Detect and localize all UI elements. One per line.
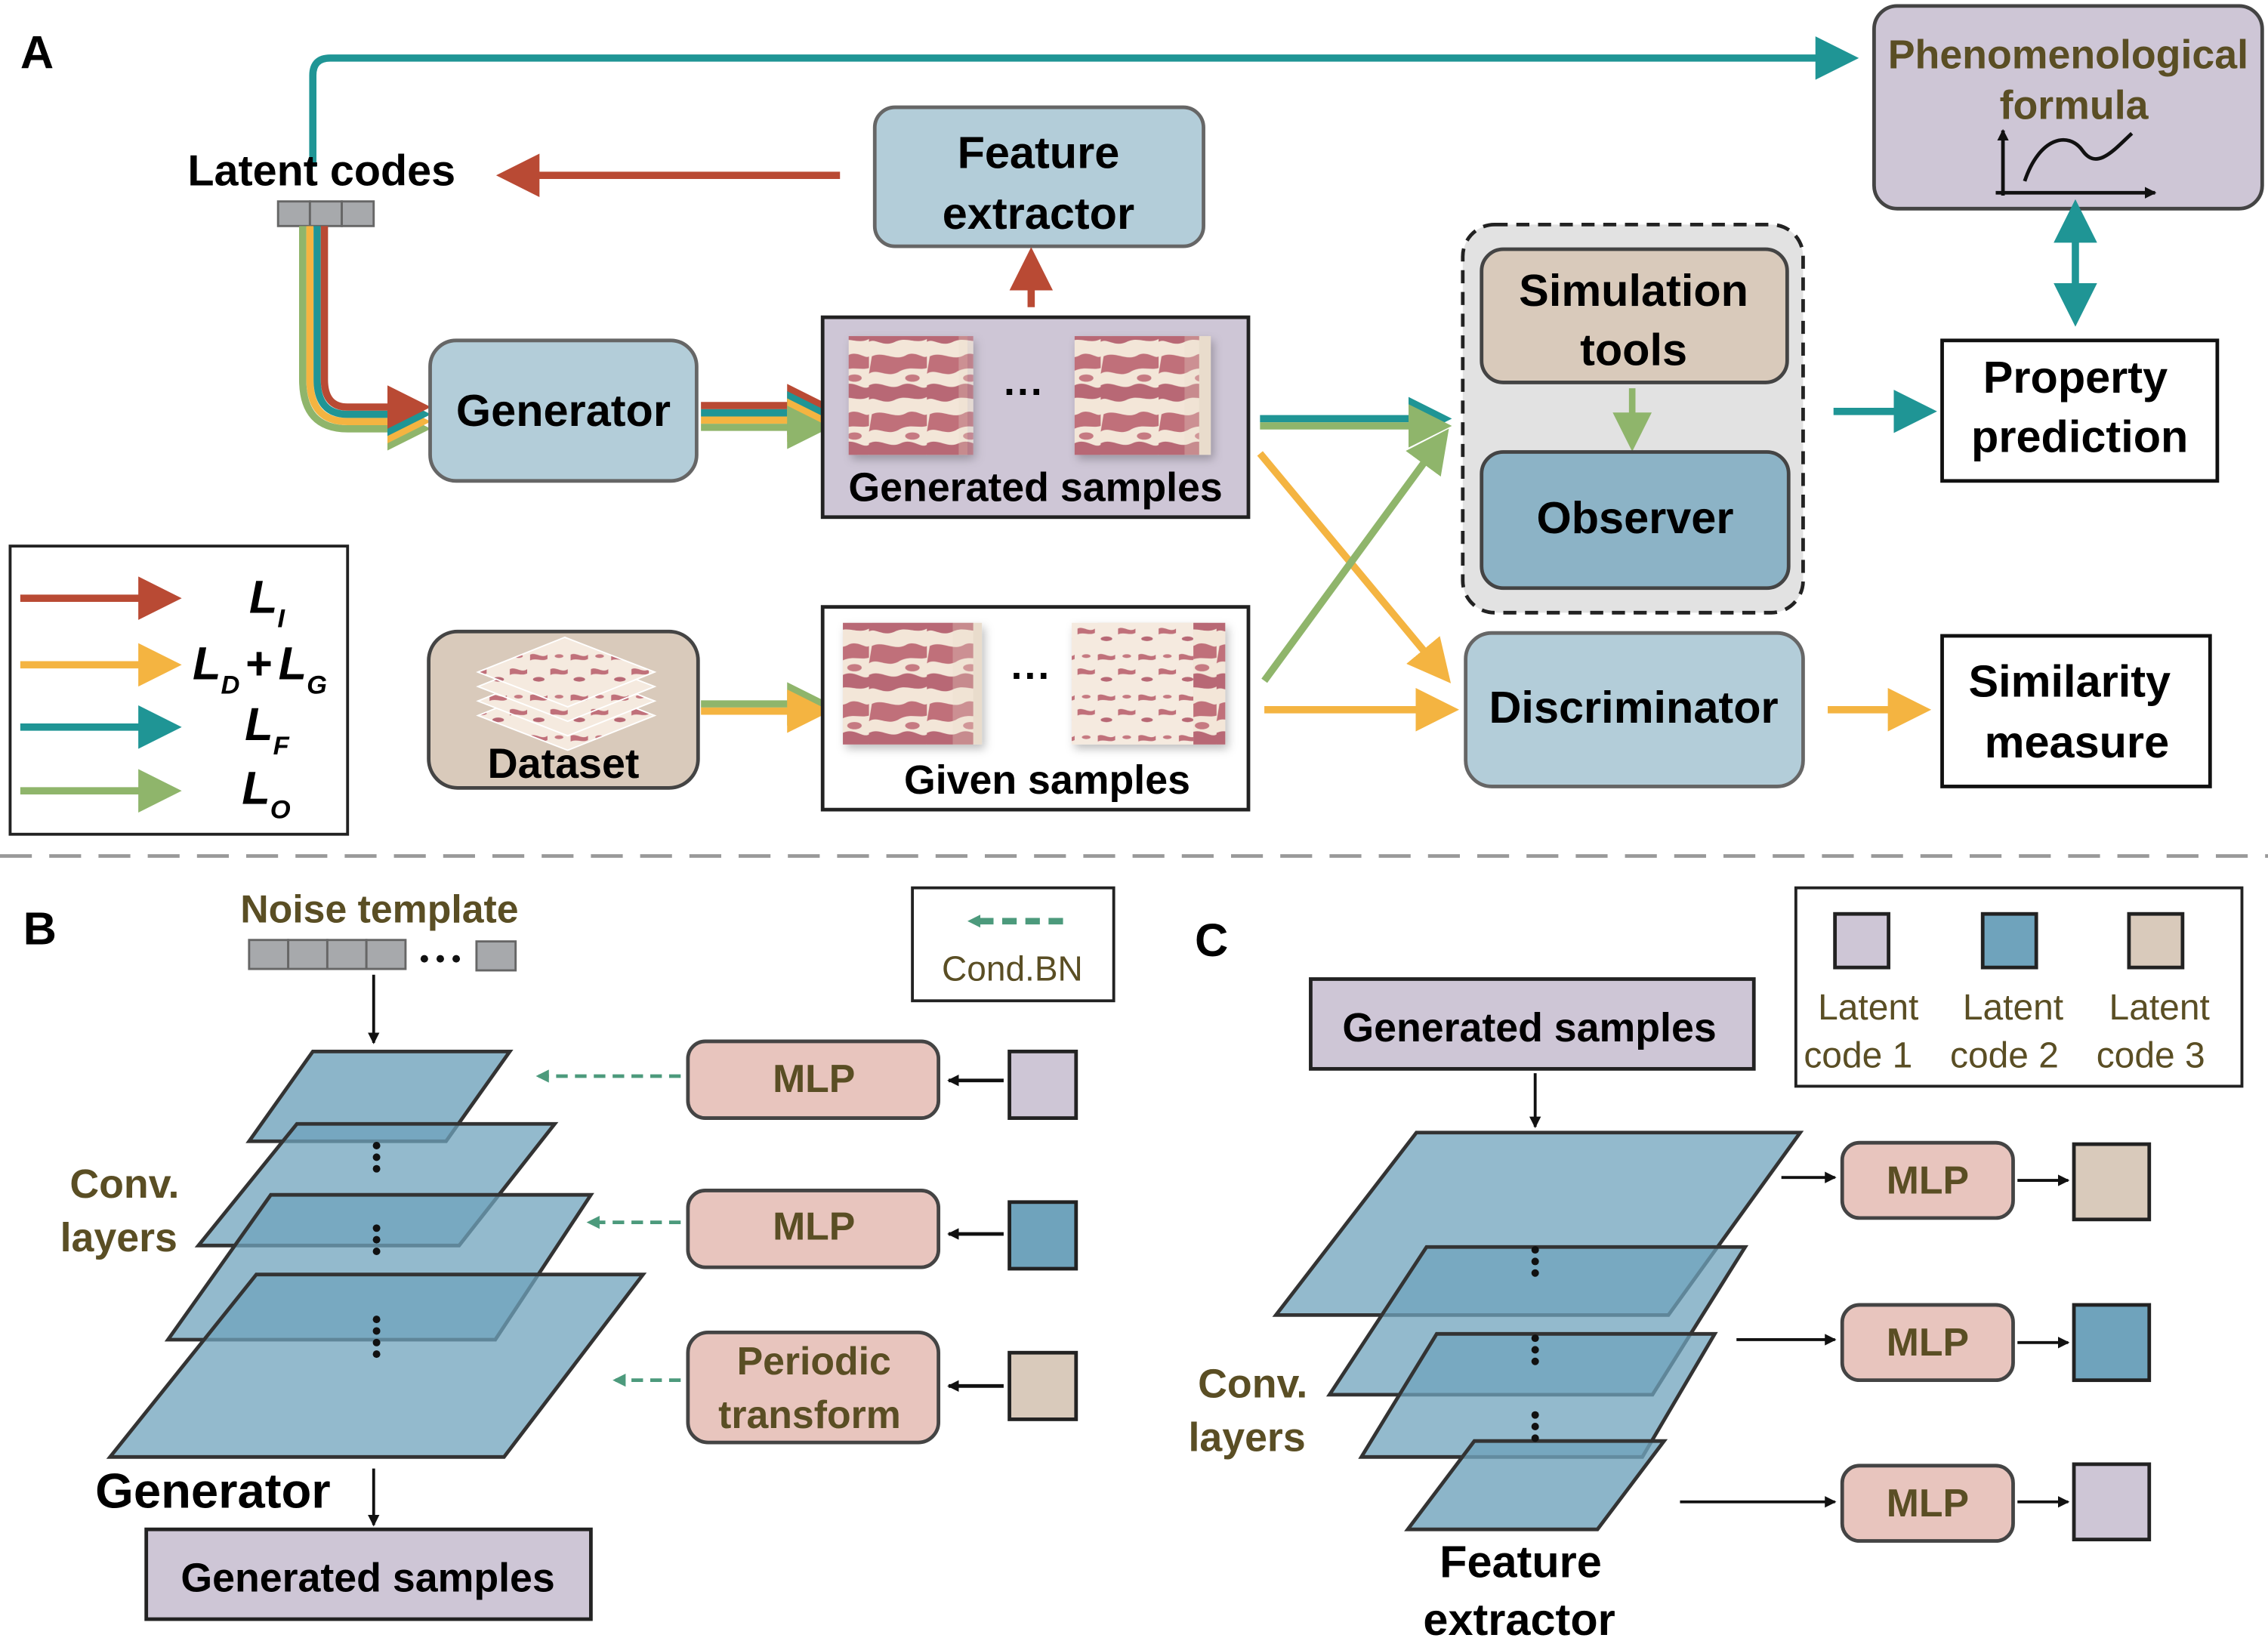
legend-ldg-label: LD+LG <box>193 638 327 700</box>
given-samples-label: Given samples <box>904 757 1190 803</box>
legend-latent-code-3-line2: code 3 <box>2097 1035 2205 1075</box>
panel-b-label: B <box>23 902 57 955</box>
latent-to-generator-arrows <box>298 226 431 451</box>
cond-bn-label: Cond.BN <box>942 949 1083 988</box>
phenomenological-formula-line2: formula <box>2000 82 2149 128</box>
generated-samples-b-box <box>144 1527 593 1621</box>
given-ellipsis: ··· <box>1011 653 1052 699</box>
given-sample-images <box>843 622 1226 745</box>
mlp-b2-box <box>686 1189 941 1269</box>
conv-layers-b-line1: Conv. <box>69 1161 179 1207</box>
latent-codes-label: Latent codes <box>187 147 455 196</box>
discriminator-box <box>1464 631 1805 788</box>
mlp-c2-box <box>1840 1303 2015 1383</box>
feature-extractor-line2: extractor <box>943 188 1134 239</box>
mlp-b1-label: MLP <box>773 1056 855 1100</box>
noise-template-vector <box>248 939 517 972</box>
discriminator-label: Discriminator <box>1489 682 1779 733</box>
mlp-b1-box <box>686 1039 941 1120</box>
legend-latent-code-2-line1: Latent <box>1963 988 2063 1028</box>
similarity-measure-line2: measure <box>1985 717 2170 767</box>
observer-label: Observer <box>1536 492 1733 543</box>
simulation-tools-line2: tools <box>1580 324 1687 375</box>
dataset-stack-icon <box>476 636 657 751</box>
generated-ellipsis: ··· <box>1004 369 1045 415</box>
generated-samples-c-box <box>1309 977 1756 1071</box>
generated-samples-c-label: Generated samples <box>1342 1005 1716 1050</box>
conv-layers-c-line1: Conv. <box>1198 1362 1307 1407</box>
latent-code-3-square-c <box>2072 1142 2152 1222</box>
legend-latent-code-2-swatch <box>1980 911 2038 970</box>
latent-code-2-square-c <box>2072 1303 2152 1383</box>
legend-lo-label: LO <box>242 762 290 824</box>
latent-code-1-square-b <box>1007 1049 1078 1120</box>
panel-c-label: C <box>1195 915 1228 967</box>
mlp-c3-box <box>1840 1464 2015 1543</box>
similarity-measure-line1: Similarity <box>1968 656 2171 707</box>
property-prediction-line1: Property <box>1983 352 2168 403</box>
generated-sample-images <box>848 336 1211 455</box>
simulation-tools-line1: Simulation <box>1519 265 1748 316</box>
generated-samples-b-label: Generated samples <box>181 1556 554 1601</box>
legend-latent-code-3-line1: Latent <box>2109 988 2210 1028</box>
generator-layer-dots <box>372 1142 381 1359</box>
legend-lf-label: LF <box>245 699 289 760</box>
legend-latent-code-3-swatch <box>2127 911 2185 970</box>
latent-code-vector <box>276 200 375 227</box>
feature-extractor-c-line1: Feature <box>1439 1536 1602 1587</box>
generator-box <box>428 338 699 483</box>
feature-extractor-box <box>872 105 1205 248</box>
periodic-transform-line2: transform <box>718 1393 901 1436</box>
observer-box <box>1480 450 1791 591</box>
legend-li-label: LI <box>249 571 285 633</box>
generated-samples-label: Generated samples <box>848 465 1222 510</box>
extractor-conv-layers <box>1272 1131 1804 1531</box>
cond-bn-legend <box>911 886 1115 1003</box>
legend-latent-code-1-line2: code 1 <box>1804 1035 1912 1075</box>
feature-extractor-c-line2: extractor <box>1423 1594 1615 1641</box>
latent-code-1-square-c <box>2072 1462 2152 1541</box>
legend-latent-code-1-line1: Latent <box>1818 988 1918 1028</box>
generator-conv-layers <box>106 1049 647 1459</box>
feature-extractor-line1: Feature <box>958 128 1120 178</box>
generator-to-samples-arrows <box>701 384 831 449</box>
latent-to-formula-arrow <box>309 36 1859 167</box>
legend-latent-code-2-line2: code 2 <box>1950 1035 2059 1075</box>
property-prediction-box <box>1940 338 2220 483</box>
simulation-tools-box <box>1480 247 1789 384</box>
formula-plot-icon <box>1995 128 2157 199</box>
periodic-transform-box <box>686 1330 941 1445</box>
mlp-c1-label: MLP <box>1887 1158 1969 1201</box>
generator-label: Generator <box>456 385 671 436</box>
conv-layers-c-line2: layers <box>1188 1415 1305 1461</box>
extractor-layer-dots <box>1531 1246 1539 1442</box>
panel-a-label: A <box>20 26 54 79</box>
dataset-label: Dataset <box>488 740 640 787</box>
mlp-b2-label: MLP <box>773 1205 855 1248</box>
periodic-transform-line1: Periodic <box>737 1339 891 1383</box>
phenomenological-formula-line1: Phenomenological <box>1888 32 2248 77</box>
mlp-c1-box <box>1840 1140 2015 1220</box>
mlp-c2-label: MLP <box>1887 1320 1969 1364</box>
latent-code-3-square-b <box>1007 1350 1078 1421</box>
similarity-measure-box <box>1940 634 2212 788</box>
conv-layers-b-line2: layers <box>60 1215 177 1260</box>
latent-code-2-square-b <box>1007 1200 1078 1271</box>
generator-b-label: Generator <box>95 1463 331 1518</box>
given-to-observer-arrow <box>1261 428 1449 683</box>
property-prediction-line2: prediction <box>1971 411 2188 461</box>
mlp-c3-label: MLP <box>1887 1481 1969 1525</box>
legend-latent-code-1-swatch <box>1833 911 1890 970</box>
noise-template-label: Noise template <box>240 887 518 931</box>
